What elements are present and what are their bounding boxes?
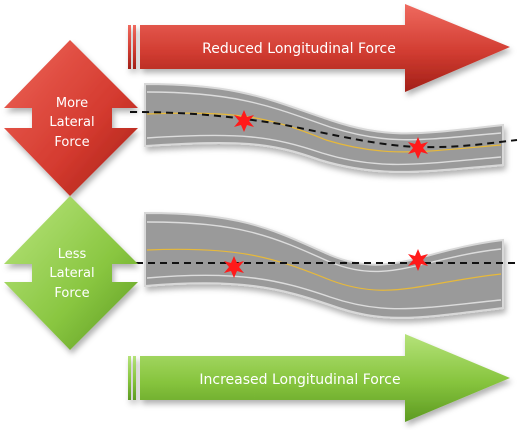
diamond-label-line: More xyxy=(56,96,88,111)
diamond-label-line: Less xyxy=(58,247,87,262)
road-edge-line xyxy=(146,91,502,141)
arrow-tail-stripe xyxy=(133,356,136,400)
road-center-line xyxy=(146,112,502,153)
arrow-tail-stripe xyxy=(133,25,136,69)
more-lateral-force-diamond xyxy=(4,40,138,196)
arrow-body xyxy=(140,4,510,92)
diamond-shape xyxy=(4,40,138,196)
diamond-label-line: Lateral xyxy=(49,115,94,130)
starburst-icon xyxy=(234,110,254,132)
starburst-icon xyxy=(408,249,428,271)
arrow-tail-stripe xyxy=(128,356,131,400)
increased-longitudinal-force-arrow xyxy=(128,334,510,422)
arrow-tail-stripe xyxy=(128,25,131,69)
starburst-icon xyxy=(408,137,428,159)
road-edge-line xyxy=(146,134,502,166)
arrow-body xyxy=(140,334,510,422)
road-surface xyxy=(144,82,504,173)
less-lateral-force-diamond xyxy=(4,196,138,350)
diamond-label-line: Force xyxy=(54,286,89,301)
diamond-label-line: Force xyxy=(54,135,89,150)
lower-road xyxy=(144,211,504,319)
increased-force-label: Increased Longitudinal Force xyxy=(199,372,400,388)
upper-road xyxy=(144,82,504,173)
road-center-line xyxy=(146,248,502,291)
diamond-label-line: Lateral xyxy=(49,266,94,281)
diamond-shape xyxy=(4,196,138,350)
road-edge-line xyxy=(146,274,502,310)
starburst-icon xyxy=(224,256,244,278)
upper-vehicle-path xyxy=(129,111,518,149)
reduced-force-label: Reduced Longitudinal Force xyxy=(202,41,396,57)
road-surface xyxy=(144,211,504,319)
reduced-longitudinal-force-arrow xyxy=(128,4,510,92)
